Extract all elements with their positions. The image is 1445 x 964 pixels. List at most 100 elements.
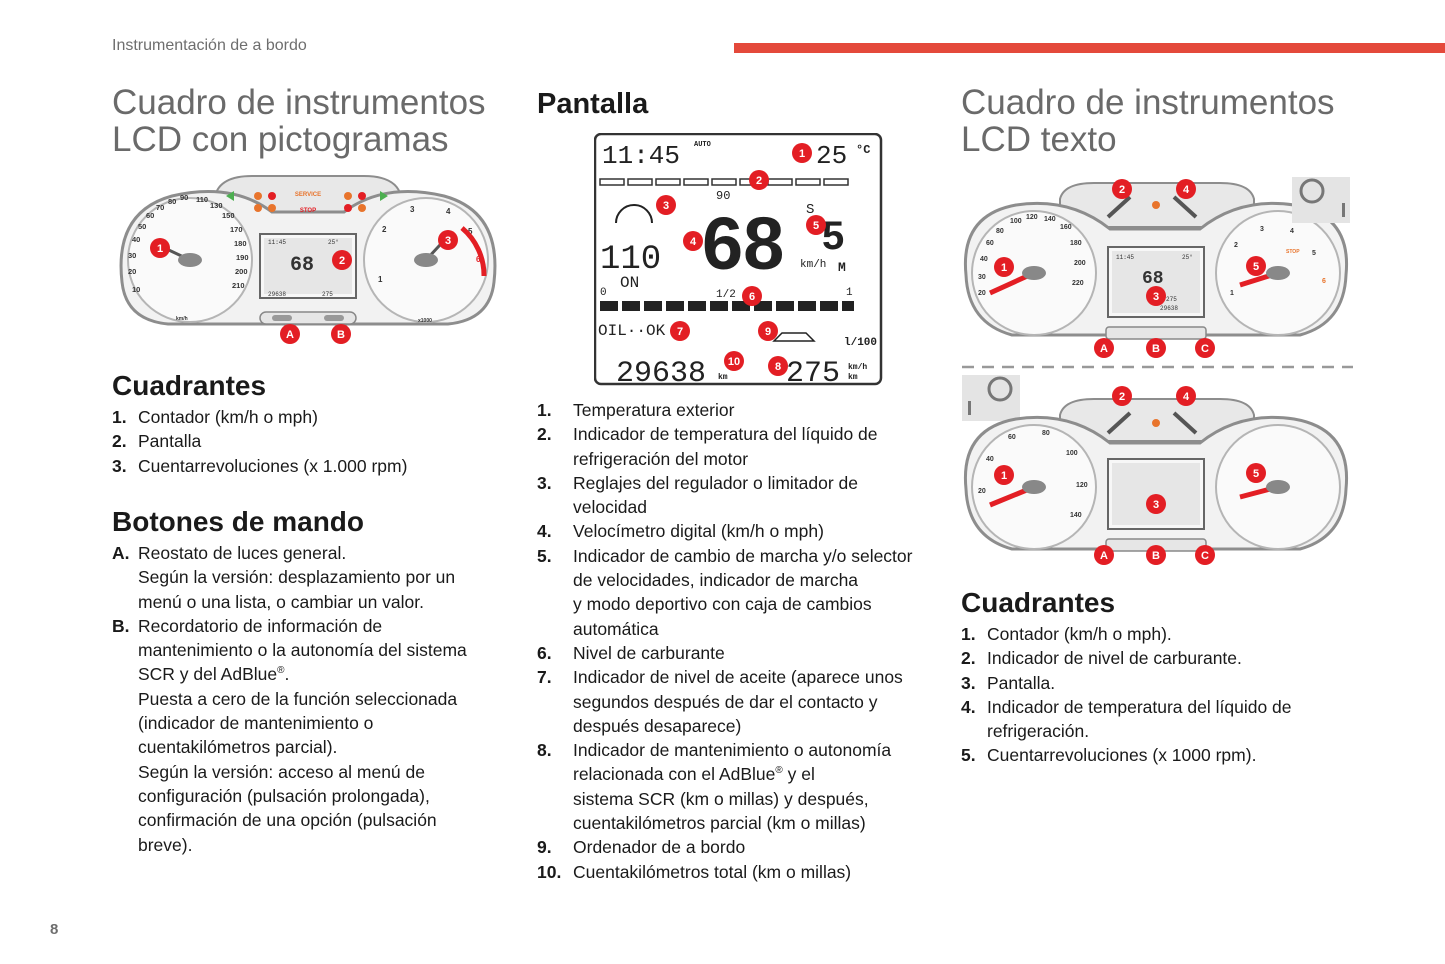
rpm-tick: 5 [468, 227, 473, 236]
item-number: 4. [537, 521, 552, 542]
callout-a: A [280, 324, 300, 344]
item-number: B. [112, 615, 130, 636]
svg-text:3: 3 [663, 200, 669, 212]
item-line: velocidad [573, 497, 647, 518]
svg-text:1: 1 [157, 243, 163, 255]
left-title-line1: Cuadro de instrumentos [112, 83, 486, 122]
item-line: Indicador de nivel de aceite (aparece un… [573, 667, 903, 688]
rpm-tick: 4 [1290, 228, 1294, 235]
section-heading: Botones de mando [112, 506, 365, 537]
item-line: refrigeración. [987, 721, 1090, 742]
item-line: cuentakilómetros parcial). [138, 737, 338, 758]
running-header: Instrumentación de a bordo [112, 37, 307, 54]
callout-b-bottom: B [1146, 545, 1166, 565]
svg-text:B: B [337, 329, 345, 341]
item-number: 10. [537, 861, 562, 882]
callout-4-top: 4 [1176, 179, 1196, 199]
item-line: sistema SCR (km o millas) y después, [573, 788, 869, 809]
item-number: 5. [961, 745, 976, 766]
callout-1-top: 1 [994, 257, 1014, 277]
display-speed-unit: km/h [800, 259, 826, 271]
item-line: Reostato de luces general. [138, 543, 347, 563]
list-item: 1.Temperatura exterior [537, 398, 937, 422]
item-line: cuentakilómetros parcial (km o millas) [573, 813, 866, 834]
item-line-tail: . [284, 664, 290, 685]
item-text: Pantalla [138, 431, 202, 452]
left-title-line2: LCD con pictogramas [112, 120, 449, 159]
list-item: 4.Indicador de temperatura del líquido d… [961, 695, 1356, 744]
left-column: Cuadro de instrumentos LCD con pictogram… [112, 84, 502, 158]
speed-tick: 30 [978, 274, 986, 281]
range-unit-bottom: km [848, 373, 858, 382]
speed-tick: 130 [210, 201, 223, 210]
item-line: Cuentakilómetros total (km o millas) [573, 861, 852, 882]
callout-3: 3 [438, 230, 458, 250]
speed-tick: 50 [138, 222, 146, 231]
speed-tick: 40 [980, 256, 988, 263]
button-a-shape[interactable] [272, 315, 292, 321]
callout-3-top: 3 [1146, 286, 1166, 306]
speed-tick: 80 [1042, 430, 1050, 437]
pantalla-list: 1.Temperatura exterior 2.Indicador de te… [537, 398, 937, 884]
speed-tick: 40 [132, 235, 140, 244]
svg-text:A: A [286, 329, 294, 341]
item-line: segundos después de dar el contacto y [573, 691, 878, 712]
item-text: Cuentarrevoluciones (x 1.000 rpm) [138, 455, 408, 476]
lcd-range: 275 [1166, 296, 1177, 303]
registered-mark: ® [277, 665, 285, 677]
item-line: (indicador de mantenimiento o [138, 713, 374, 734]
callout-9: 9 [758, 321, 778, 341]
speed-tick: 10 [132, 285, 140, 294]
callout-2-bottom: 2 [1112, 386, 1132, 406]
consumption-unit: l/100 [844, 337, 877, 349]
callout-5-top: 5 [1246, 256, 1266, 276]
svg-text:9: 9 [765, 326, 771, 338]
callout-c-bottom: C [1195, 545, 1215, 565]
rpm-tick: 2 [382, 225, 387, 234]
item-line: Según la versión: desplazamiento por un [138, 567, 456, 588]
speed-tick: 140 [1070, 512, 1082, 519]
item-line: menú o una lista, o cambiar un valor. [138, 591, 424, 612]
callout-2: 2 [749, 170, 769, 190]
svg-text:6: 6 [749, 291, 755, 303]
rpm-tick: 2 [1234, 242, 1238, 249]
lcd-time: 11:45 [268, 239, 286, 246]
coolant-mark: 90 [716, 189, 730, 203]
odometer-unit: km [718, 373, 728, 382]
middle-column: Pantalla [537, 86, 937, 122]
callout-2: 2 [332, 250, 352, 270]
rpm-redline [460, 226, 487, 277]
callout-b-top: B [1146, 338, 1166, 358]
button-b-shape[interactable] [324, 315, 344, 321]
rpm-tick: 6 [1322, 278, 1326, 285]
lcd-speed: 68 [1142, 269, 1164, 289]
service-label: SERVICE [295, 192, 321, 198]
item-line: breve). [138, 834, 193, 855]
fuel-full: 1 [846, 287, 853, 299]
svg-text:2: 2 [339, 255, 345, 267]
svg-text:4: 4 [1183, 391, 1190, 403]
item-number: 1. [112, 407, 127, 427]
svg-text:1: 1 [1001, 262, 1007, 274]
top-cluster [963, 182, 1349, 340]
speed-tick: 80 [996, 228, 1004, 235]
svg-text:5: 5 [1253, 261, 1259, 273]
fuel-zero: 0 [600, 287, 607, 299]
speed-tick: 60 [986, 240, 994, 247]
item-line: mantenimiento o la autonomía del sistema [138, 640, 467, 661]
item-line: Ordenador de a bordo [573, 837, 746, 858]
item-line: después desaparece) [573, 715, 742, 736]
callout-4: 4 [683, 231, 703, 251]
item-number: 3. [961, 672, 976, 693]
list-item: 7.Indicador de nivel de aceite (aparece … [537, 665, 937, 738]
svg-text:4: 4 [1183, 184, 1190, 196]
display-time: 11:45 [602, 141, 680, 171]
callout-1: 1 [792, 143, 812, 163]
left-cuadrantes-section: Cuadrantes 1.Contador (km/h o mph) 2.Pan… [112, 370, 502, 478]
svg-text:3: 3 [445, 235, 451, 247]
steering-column-icon [1342, 203, 1345, 217]
speed-tick: 150 [222, 211, 235, 220]
item-number: 9. [537, 837, 552, 858]
lcd-temp: 25° [1182, 254, 1193, 261]
svg-text:5: 5 [813, 220, 819, 232]
